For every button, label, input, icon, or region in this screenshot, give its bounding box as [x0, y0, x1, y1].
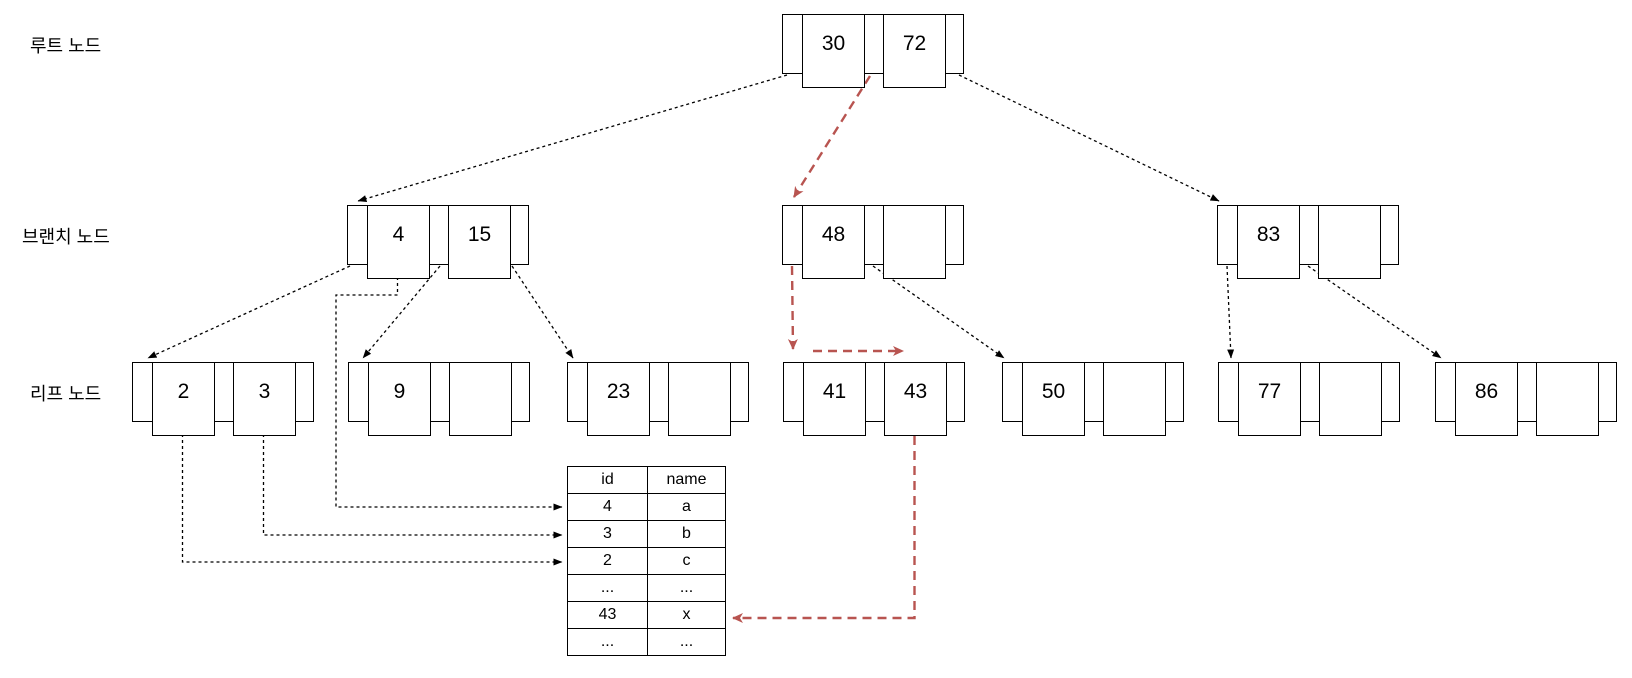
table-row: 43 x — [567, 601, 726, 629]
leaf-node-6: 77 — [1218, 362, 1400, 436]
label-leaf-level: 리프 노드 — [30, 384, 102, 404]
table-cell-name: a — [647, 493, 726, 521]
leaf4-key-cell-2: 43 — [884, 362, 947, 436]
leaf3-key-2 — [669, 363, 730, 421]
table-cell-name: x — [647, 601, 726, 629]
table-cell-id: 3 — [567, 520, 648, 548]
root-key-2: 72 — [902, 32, 927, 55]
table-cell-id: ... — [567, 628, 648, 656]
table-cell-id: 4 — [567, 493, 648, 521]
branch3-key-1: 83 — [1256, 223, 1281, 246]
leaf2-key-2 — [450, 363, 511, 421]
link-branch1-to-leaf-2-3 — [147, 265, 351, 359]
leaf-node-3: 23 — [567, 362, 749, 436]
table-cell-name: c — [647, 547, 726, 575]
link-branch1-to-leaf-23 — [511, 265, 574, 359]
link-branch3-to-leaf-86 — [1307, 265, 1442, 359]
table-cell-name: ... — [647, 628, 726, 656]
leaf7-key-cell-2 — [1536, 362, 1599, 436]
branch3-key-2 — [1319, 206, 1380, 264]
leaf7-key-1: 86 — [1474, 380, 1499, 403]
leaf4-key-cell-1: 41 — [803, 362, 866, 436]
table-cell-name: b — [647, 520, 726, 548]
table-row: 4 a — [567, 493, 726, 521]
label-root-level: 루트 노드 — [30, 36, 102, 56]
leaf3-key-cell-1: 23 — [587, 362, 650, 436]
leaf2-key-cell-2 — [449, 362, 512, 436]
branch2-key-1: 48 — [821, 223, 846, 246]
data-table: id name 4 a 3 b 2 c ... ... 43 x — [567, 466, 726, 656]
branch2-key-cell-2 — [883, 205, 946, 279]
leaf1-key-cell-1: 2 — [152, 362, 215, 436]
leaf6-key-2 — [1320, 363, 1381, 421]
leaf-node-4: 41 43 — [783, 362, 965, 436]
link-root-to-branch-3 — [958, 74, 1220, 202]
link-branch2-to-leaf-50 — [872, 265, 1005, 359]
leaf7-key-2 — [1537, 363, 1598, 421]
branch1-key-1: 4 — [392, 223, 405, 246]
branch2-key-cell-1: 48 — [802, 205, 865, 279]
root-key-1: 30 — [821, 32, 846, 55]
branch-node-3: 83 — [1217, 205, 1399, 279]
leaf1-key-cell-2: 3 — [233, 362, 296, 436]
leaf2-key-cell-1: 9 — [368, 362, 431, 436]
leaf5-key-cell-1: 50 — [1022, 362, 1085, 436]
leaf4-key-1: 41 — [822, 380, 847, 403]
table-header-id: id — [567, 466, 648, 494]
leaf5-key-1: 50 — [1041, 380, 1066, 403]
search-path-key43-to-row-x — [732, 436, 916, 623]
table-cell-name: ... — [647, 574, 726, 602]
table-row: ... ... — [567, 628, 726, 656]
branch-node-2: 48 — [782, 205, 964, 279]
leaf7-key-cell-1: 86 — [1455, 362, 1518, 436]
root-node: 30 72 — [782, 14, 964, 88]
search-path-root-to-branch-48 — [792, 75, 872, 198]
branch3-key-cell-2 — [1318, 205, 1381, 279]
branch1-key-cell-2: 15 — [448, 205, 511, 279]
branch1-key-cell-1: 4 — [367, 205, 430, 279]
leaf-node-2: 9 — [348, 362, 530, 436]
leaf6-key-cell-1: 77 — [1238, 362, 1301, 436]
leaf3-key-1: 23 — [606, 380, 631, 403]
leaf1-key-1: 2 — [177, 380, 190, 403]
table-header-row: id name — [567, 466, 726, 494]
table-cell-id: 2 — [567, 547, 648, 575]
label-branch-level: 브랜치 노드 — [22, 227, 110, 247]
branch1-key-2: 15 — [467, 223, 492, 246]
link-key2-to-row-2 — [181, 434, 563, 566]
link-root-to-branch-1 — [357, 74, 788, 202]
table-cell-id: ... — [567, 574, 648, 602]
table-header-name: name — [647, 466, 726, 494]
leaf3-key-cell-2 — [668, 362, 731, 436]
leaf5-key-2 — [1104, 363, 1165, 421]
link-key3-to-row-3 — [262, 434, 563, 539]
leaf1-key-2: 3 — [258, 380, 271, 403]
leaf-node-1: 2 3 — [132, 362, 314, 436]
table-row: 3 b — [567, 520, 726, 548]
branch-node-1: 4 15 — [347, 205, 529, 279]
table-row: 2 c — [567, 547, 726, 575]
table-cell-id: 43 — [567, 601, 648, 629]
link-branch1-to-leaf-9 — [362, 265, 441, 359]
table-row: ... ... — [567, 574, 726, 602]
leaf2-key-1: 9 — [393, 380, 406, 403]
leaf6-key-1: 77 — [1257, 380, 1282, 403]
root-key-cell-1: 30 — [802, 14, 865, 88]
leaf5-key-cell-2 — [1103, 362, 1166, 436]
leaf-node-7: 86 — [1435, 362, 1617, 436]
leaf-node-5: 50 — [1002, 362, 1184, 436]
root-key-cell-2: 72 — [883, 14, 946, 88]
search-path-branch-48-to-leaf-41 — [787, 265, 798, 350]
link-branch3-to-leaf-77 — [1226, 265, 1235, 359]
branch3-key-cell-1: 83 — [1237, 205, 1300, 279]
branch2-key-2 — [884, 206, 945, 264]
leaf4-key-2: 43 — [903, 380, 928, 403]
leaf6-key-cell-2 — [1319, 362, 1382, 436]
